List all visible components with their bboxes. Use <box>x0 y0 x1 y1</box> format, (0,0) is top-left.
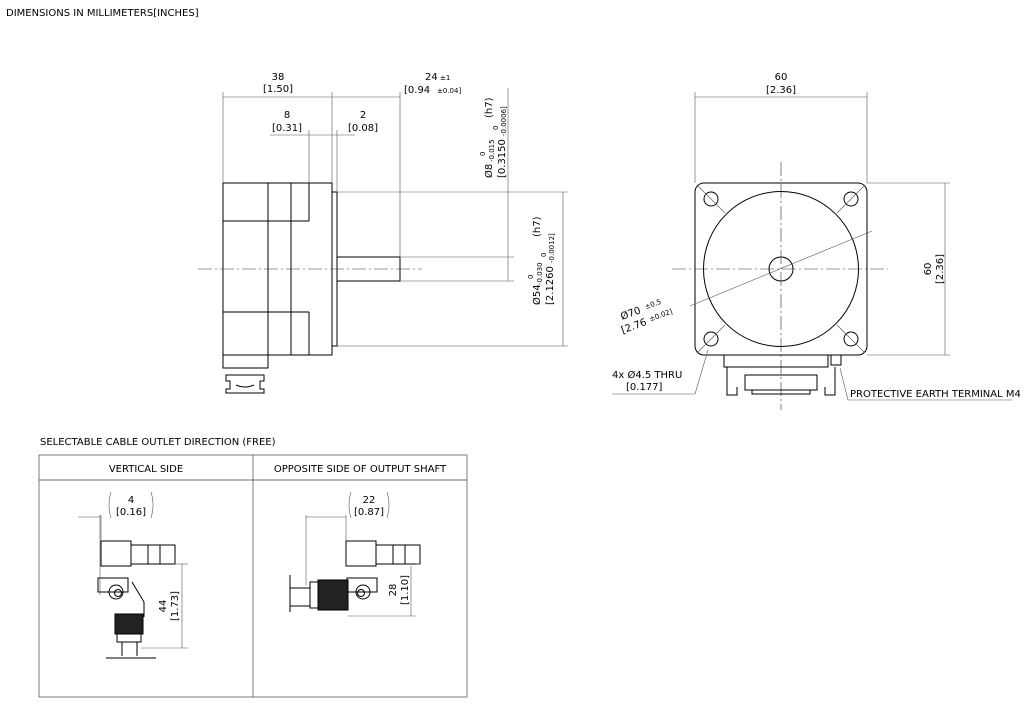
dim-24: 24 <box>425 72 438 83</box>
pilot-diameter-label: Ø54 0 -0.030 [2.1260 0 -0.0012] (h7) <box>527 216 556 305</box>
earth-terminal-label: PROTECTIVE EARTH TERMINAL M4 <box>850 389 1021 400</box>
opposite-side-drawing: 22 [0.87] 28 [1.10] <box>289 491 421 617</box>
svg-text:[2.1260: [2.1260 <box>545 266 556 305</box>
shaft-diameter-label: Ø8 0 -0.015 [0.3150 0 -0.0006] (h7) <box>479 97 508 178</box>
svg-text:[0.16]: [0.16] <box>116 507 146 518</box>
svg-text:22: 22 <box>363 495 376 506</box>
svg-text:[0.08]: [0.08] <box>348 123 378 134</box>
cable-connector <box>225 374 265 394</box>
dim-2: 2 <box>360 110 366 121</box>
svg-text:[0.87]: [0.87] <box>354 507 384 518</box>
cable-outlet-table: SELECTABLE CABLE OUTLET DIRECTION (FREE)… <box>38 437 468 698</box>
svg-text:(h7): (h7) <box>532 216 543 237</box>
svg-text:-0.0012]: -0.0012] <box>548 233 556 263</box>
side-view: 38 [1.50] 24 ±1 [0.94 ±0.04] 8 [0.31] 2 … <box>198 72 568 394</box>
svg-text:[1.50]: [1.50] <box>263 84 293 95</box>
cable-outlet-title: SELECTABLE CABLE OUTLET DIRECTION (FREE) <box>40 437 276 448</box>
svg-text:(h7): (h7) <box>484 97 495 118</box>
dim-38: 38 <box>272 72 285 83</box>
svg-text:4: 4 <box>128 495 134 506</box>
svg-text:60: 60 <box>923 263 934 276</box>
mounting-holes <box>703 191 859 347</box>
svg-text:[0.3150: [0.3150 <box>497 139 508 178</box>
svg-text:[1.73]: [1.73] <box>170 591 181 621</box>
dim-width: 60 <box>775 72 788 83</box>
svg-text:[2.36]: [2.36] <box>766 85 796 96</box>
svg-text:[0.94: [0.94 <box>404 85 430 96</box>
svg-text:28: 28 <box>388 584 399 597</box>
svg-text:-0.0006]: -0.0006] <box>500 106 508 136</box>
dim-8: 8 <box>284 110 290 121</box>
svg-text:[0.177]: [0.177] <box>626 382 663 393</box>
dim-height: 60 [2.36] <box>923 254 946 284</box>
svg-text:±1: ±1 <box>440 74 450 82</box>
svg-text:±0.02]: ±0.02] <box>648 307 674 323</box>
svg-text:0: 0 <box>492 126 500 130</box>
svg-text:±0.5: ±0.5 <box>644 298 663 311</box>
svg-text:0: 0 <box>479 152 487 156</box>
svg-text:[0.31]: [0.31] <box>272 123 302 134</box>
svg-text:Ø54: Ø54 <box>531 284 543 305</box>
vertical-side-drawing: 4 [0.16] 44 [1.73] <box>78 491 188 659</box>
units-note: DIMENSIONS IN MILLIMETERS[INCHES] <box>6 8 199 19</box>
svg-text:-0.030: -0.030 <box>536 262 544 285</box>
svg-text:44: 44 <box>158 600 169 613</box>
svg-text:-0.015: -0.015 <box>488 139 496 162</box>
svg-text:±0.04]: ±0.04] <box>437 87 461 95</box>
svg-text:[2.36]: [2.36] <box>935 254 946 284</box>
front-view: 60 [2.36] 60 [2.36] Ø70 ±0.5 [2.76 ±0.02… <box>612 72 1021 410</box>
svg-text:0: 0 <box>540 253 548 257</box>
svg-text:[1.10]: [1.10] <box>400 575 411 605</box>
svg-text:Ø8: Ø8 <box>483 164 495 178</box>
column-header-opposite: OPPOSITE SIDE OF OUTPUT SHAFT <box>274 464 447 475</box>
output-shaft <box>336 256 401 282</box>
column-header-vertical: VERTICAL SIDE <box>109 464 183 475</box>
holes-label: 4x Ø4.5 THRU <box>612 369 682 381</box>
bolt-circle-label: Ø70 ±0.5 [2.76 ±0.02] <box>619 298 674 337</box>
svg-text:0: 0 <box>527 275 535 279</box>
connector <box>723 355 836 396</box>
